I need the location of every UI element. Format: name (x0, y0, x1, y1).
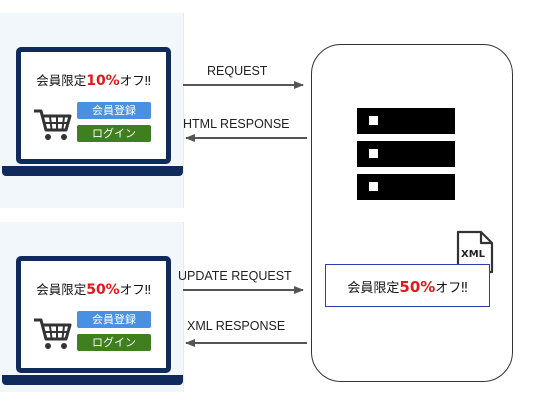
top-login-button[interactable]: ログイン (77, 125, 151, 142)
top-promo-text: 会員限定10%オフ‼ (21, 70, 166, 89)
server-led-icon (369, 149, 378, 158)
html-response-label: HTML RESPONSE (183, 117, 290, 131)
shopping-cart-icon (34, 318, 72, 349)
xml-file-icon-label: XML (461, 249, 486, 260)
xml-response-label: XML RESPONSE (187, 319, 286, 333)
bottom-register-button[interactable]: 会員登録 (77, 311, 151, 328)
request-label: REQUEST (207, 64, 268, 78)
update-request-label: UPDATE REQUEST (178, 269, 292, 283)
bottom-promo-discount: 50% (86, 282, 120, 298)
xml-promo-discount: 50% (399, 278, 436, 296)
xml-promo-prefix: 会員限定 (347, 281, 400, 296)
shopping-cart-icon (34, 109, 72, 140)
bottom-promo-text: 会員限定50%オフ‼ (21, 279, 166, 298)
bottom-laptop-screen: 会員限定50%オフ‼ 会員登録 ログイン (16, 256, 171, 373)
server-led-icon (369, 182, 378, 191)
xml-promo-text: 会員限定50%オフ‼ (326, 277, 489, 296)
bottom-laptop-base (2, 375, 183, 385)
bottom-promo-suffix: オフ‼ (119, 282, 151, 297)
top-register-button[interactable]: 会員登録 (77, 102, 151, 119)
top-promo-discount: 10% (86, 73, 120, 89)
bottom-login-button[interactable]: ログイン (77, 334, 151, 351)
server-rack-unit-1 (357, 108, 455, 134)
top-laptop-screen: 会員限定10%オフ‼ 会員登録 ログイン (16, 47, 171, 164)
top-laptop-base (2, 166, 183, 176)
server-rack-unit-3 (357, 174, 455, 200)
server-box (311, 44, 513, 382)
xml-promo-suffix: オフ‼ (435, 281, 468, 296)
server-led-icon (369, 116, 378, 125)
bottom-promo-prefix: 会員限定 (36, 282, 87, 297)
top-promo-prefix: 会員限定 (36, 73, 87, 88)
xml-data-card: 会員限定50%オフ‼ (325, 264, 490, 307)
top-promo-suffix: オフ‼ (119, 73, 151, 88)
server-rack-unit-2 (357, 141, 455, 167)
